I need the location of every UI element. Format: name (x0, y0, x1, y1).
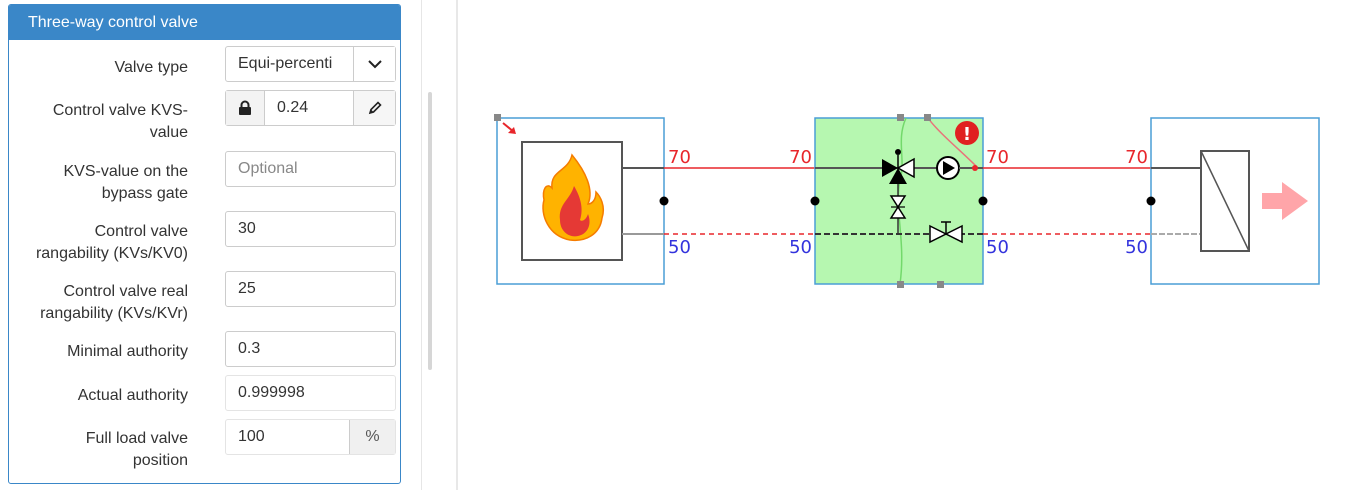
valve-type-select[interactable]: Equi-percenti (225, 46, 396, 82)
flame-icon (542, 153, 605, 242)
full-load-label-line1: Full load valve (85, 430, 188, 447)
consumer-supply-temp: 70 (1125, 147, 1148, 168)
full-load-label-line2: position (132, 452, 188, 469)
consumer-return-temp: 50 (1125, 237, 1148, 258)
connection-dot[interactable] (978, 196, 988, 206)
splitter[interactable] (456, 0, 458, 490)
bypass-label: KVS-value on the bypass gate (63, 161, 188, 205)
full-load-value: 100 (238, 428, 265, 445)
valve-out-supply-temp: 70 (986, 147, 1009, 168)
bypass-label-line1: KVS-value on the (63, 163, 188, 180)
full-load-field: 100 % (225, 419, 396, 455)
three-way-valve-block[interactable]: ! (814, 114, 984, 288)
rangability-label-line1: Control valve (94, 223, 188, 240)
chevron-down-icon[interactable] (353, 47, 395, 81)
heat-source[interactable] (494, 114, 665, 285)
warning-icon[interactable] (955, 121, 979, 145)
output-arrow-icon (1262, 182, 1308, 220)
kvs-label: Control valve KVS- value (53, 100, 188, 144)
kvs-label-line1: Control valve KVS- (52, 102, 188, 119)
kvs-field: 0.24 (225, 90, 396, 126)
warning-symbol: ! (963, 124, 971, 145)
handle[interactable] (897, 281, 904, 288)
actual-authority-value: 0.999998 (238, 384, 305, 401)
valve-in-supply-temp: 70 (789, 147, 812, 168)
valve-type-value: Equi-percenti (238, 55, 333, 72)
connection-dot[interactable] (810, 196, 820, 206)
actual-authority-label: Actual authority (77, 387, 188, 404)
real-rangability-label: Control valve real rangability (KVs/KVr) (40, 281, 188, 325)
resize-handle[interactable] (494, 114, 501, 121)
source-supply-temp: 70 (668, 147, 691, 168)
panel-title: Three-way control valve (9, 5, 400, 40)
rangability-value: 30 (238, 220, 256, 237)
handle[interactable] (937, 281, 944, 288)
kvs-value[interactable]: 0.24 (277, 99, 309, 116)
percent-unit: % (349, 420, 395, 454)
rangability-label: Control valve rangability (KVs/KV0) (36, 221, 188, 265)
bypass-placeholder: Optional (238, 160, 298, 177)
bypass-label-line2: bypass gate (101, 185, 188, 202)
valve-out-return-temp: 50 (986, 237, 1009, 258)
real-rangability-value: 25 (238, 280, 256, 297)
real-rangability-input[interactable]: 25 (225, 271, 396, 307)
bypass-kvs-input[interactable]: Optional (225, 151, 396, 187)
full-load-label: Full load valve position (86, 428, 188, 472)
heat-consumer[interactable] (1150, 117, 1320, 285)
real-rangability-label-line1: Control valve real (63, 283, 189, 300)
pencil-icon[interactable] (353, 91, 395, 125)
valve-type-label: Valve type (114, 59, 188, 76)
real-rangability-label-line2: rangability (KVs/KVr) (40, 305, 188, 322)
panel-divider (421, 0, 422, 490)
handle[interactable] (924, 114, 931, 121)
min-authority-input[interactable]: 0.3 (225, 331, 396, 367)
actual-authority-field: 0.999998 (225, 375, 396, 411)
lock-icon[interactable] (226, 91, 265, 125)
handle[interactable] (897, 114, 904, 121)
three-way-valve-panel: Three-way control valve Valve type Equi-… (8, 4, 401, 484)
source-return-temp: 50 (668, 237, 691, 258)
hydraulic-diagram: ! 70 50 70 50 70 50 70 50 (494, 114, 1320, 288)
valve-in-return-temp: 50 (789, 237, 812, 258)
connection-dot[interactable] (659, 196, 669, 206)
min-authority-label: Minimal authority (67, 343, 188, 360)
scrollbar[interactable] (428, 92, 432, 370)
kvs-label-line2: value (149, 124, 188, 141)
rangability-input[interactable]: 30 (225, 211, 396, 247)
rangability-label-line2: rangability (KVs/KV0) (35, 245, 188, 262)
connection-dot[interactable] (1146, 196, 1156, 206)
min-authority-value: 0.3 (238, 340, 261, 357)
